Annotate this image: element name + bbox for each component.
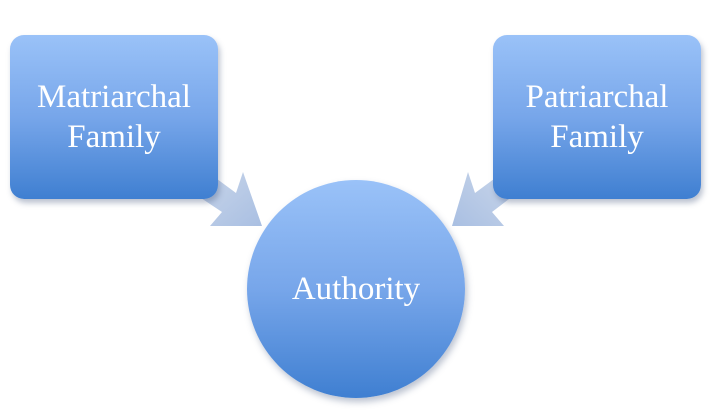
patriarchal-line2: Family — [550, 119, 644, 155]
patriarchal-line1: Patriarchal — [525, 79, 669, 115]
patriarchal-family-label: Patriarchal Family — [518, 77, 677, 157]
matriarchal-line2: Family — [67, 119, 161, 155]
matriarchal-family-label: Matriarchal Family — [29, 77, 199, 157]
authority-label: Authority — [291, 270, 421, 307]
matriarchal-line1: Matriarchal — [37, 79, 191, 115]
patriarchal-family-box: Patriarchal Family — [493, 35, 701, 199]
authority-circle: Authority — [247, 180, 465, 398]
matriarchal-family-box: Matriarchal Family — [10, 35, 218, 199]
